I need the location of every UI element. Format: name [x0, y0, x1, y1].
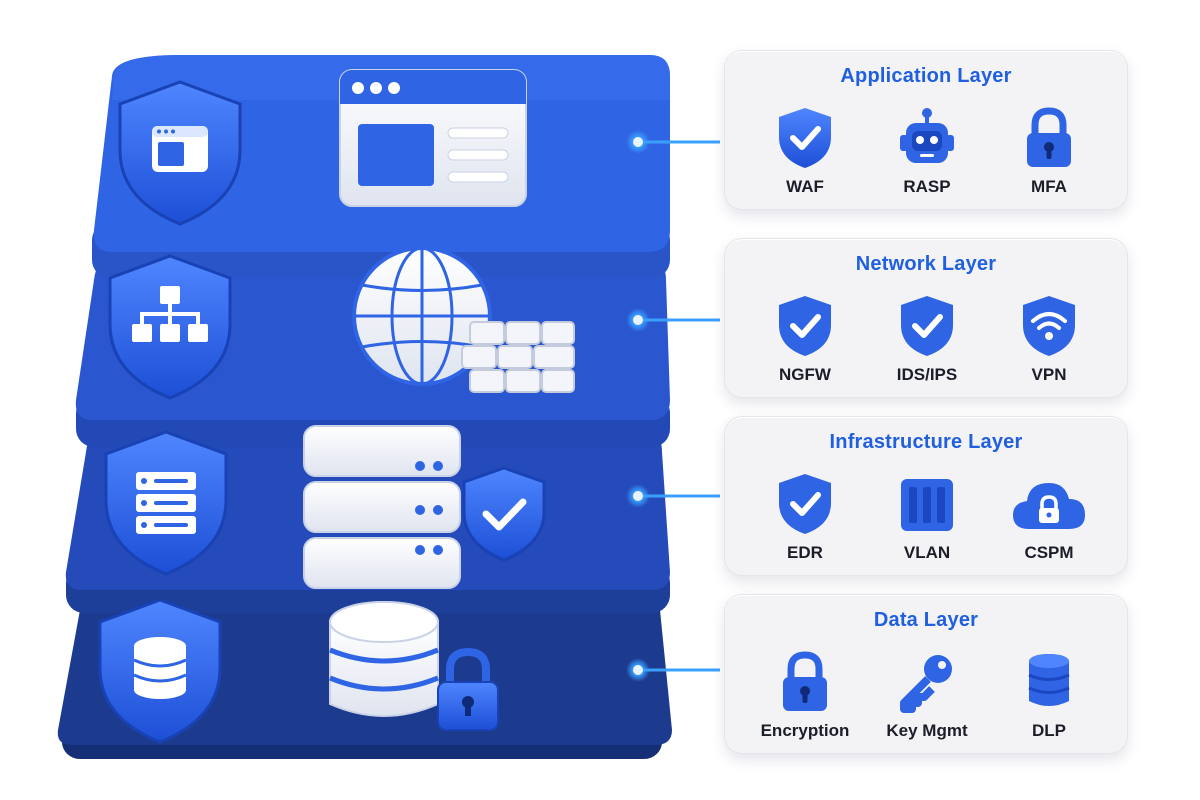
shield-wifi-icon [1023, 296, 1075, 356]
tool-label: Key Mgmt [886, 721, 968, 740]
tool-label: EDR [787, 543, 823, 562]
tool-label: VLAN [903, 543, 951, 562]
tool-vlan: VLAN [867, 467, 987, 571]
key-icon [900, 655, 952, 713]
tool-vpn: VPN [989, 289, 1109, 393]
database-stack-icon [1028, 654, 1070, 706]
application-layer-panel: Application Layer WAF RASP MFA [724, 50, 1128, 210]
panel-title: Data Layer [873, 609, 979, 631]
shield-check-icon [779, 108, 831, 168]
shield-check-icon [901, 296, 953, 356]
tool-key-mgmt: Key Mgmt [867, 645, 987, 749]
cloud-lock-icon [1013, 483, 1085, 529]
database-lock-illustration [329, 601, 499, 731]
infrastructure-shield-icon [104, 430, 228, 576]
data-shield-icon [98, 598, 222, 744]
padlock-icon [1027, 107, 1071, 167]
tool-waf: WAF [745, 101, 865, 205]
tool-label: DLP [1032, 721, 1066, 740]
security-layer-stack [57, 55, 720, 759]
network-layer-panel: Network Layer NGFW IDS/IPS VPN [724, 238, 1128, 398]
robot-icon [900, 108, 954, 163]
tool-edr: EDR [745, 467, 865, 571]
infrastructure-layer-panel: Infrastructure Layer EDR VLAN CSPM [724, 416, 1128, 576]
tool-cspm: CSPM [989, 467, 1109, 571]
tool-label: Encryption [760, 721, 850, 740]
tool-label: RASP [903, 177, 951, 196]
tool-ids-ips: IDS/IPS [867, 289, 987, 393]
panel-title: Application Layer [840, 65, 1012, 87]
padlock-icon [783, 651, 827, 711]
tool-label: MFA [1031, 177, 1067, 196]
tool-ngfw: NGFW [745, 289, 865, 393]
shield-check-icon [779, 296, 831, 356]
shield-check-icon [779, 474, 831, 534]
tool-rasp: RASP [867, 101, 987, 205]
tool-mfa: MFA [989, 101, 1109, 205]
connector-lines [626, 130, 720, 682]
tool-label: NGFW [779, 365, 831, 384]
tool-label: CSPM [1024, 543, 1074, 562]
browser-window-illustration [339, 69, 527, 207]
tool-label: IDS/IPS [896, 365, 958, 384]
tool-label: VPN [1031, 365, 1067, 384]
globe-firewall-illustration [352, 246, 575, 393]
tool-encryption: Encryption [745, 645, 865, 749]
application-shield-icon [118, 80, 242, 226]
panel-title: Infrastructure Layer [829, 431, 1023, 453]
data-layer-panel: Data Layer Encryption Key Mgmt DLP [724, 594, 1128, 754]
panel-title: Network Layer [855, 253, 997, 275]
tool-label: WAF [786, 177, 824, 196]
network-shield-icon [108, 254, 232, 400]
server-stack-illustration [303, 425, 546, 589]
vlan-bars-icon [901, 479, 953, 531]
tool-dlp: DLP [989, 645, 1109, 749]
